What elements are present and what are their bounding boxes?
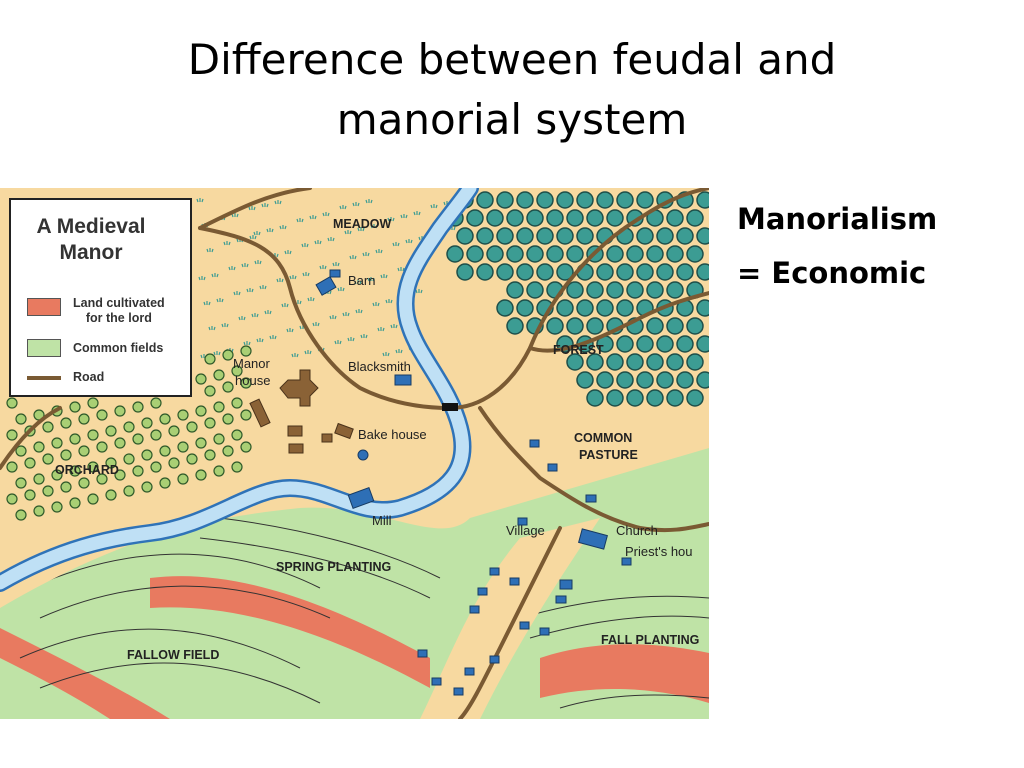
label-fall-planting: FALL PLANTING <box>601 633 699 647</box>
legend-item-road-label: Road <box>73 370 105 384</box>
slide-title-line-1: Difference between feudal and <box>187 35 837 84</box>
label-village: Village <box>506 523 545 538</box>
label-forest: FOREST <box>553 343 604 357</box>
label-priests-house: Priest's hou <box>625 544 693 559</box>
label-fallow-field: FALLOW FIELD <box>127 648 219 662</box>
lord-strip-spring <box>150 576 430 688</box>
label-bake-house: Bake house <box>358 427 427 442</box>
label-orchard: ORCHARD <box>55 463 119 477</box>
forest-area <box>446 191 709 407</box>
label-meadow: MEADOW <box>333 217 392 231</box>
orchard-area <box>6 345 252 521</box>
legend-title-line-2: Manor <box>59 241 123 264</box>
river <box>0 188 477 590</box>
label-spring-planting: SPRING PLANTING <box>276 560 391 574</box>
map-legend: A Medieval Manor Land cultivated for the… <box>9 198 192 397</box>
common-fields-swatch <box>27 339 61 357</box>
side-note-line-2: = Economic <box>737 256 927 290</box>
side-note: Manorialism = Economic <box>737 192 937 300</box>
roads <box>0 188 709 719</box>
legend-title-line-1: A Medieval <box>36 215 146 238</box>
label-blacksmith: Blacksmith <box>348 359 411 374</box>
label-barn: Barn <box>348 273 375 288</box>
side-note-line-1: Manorialism <box>737 202 938 236</box>
manor-buildings <box>249 369 354 454</box>
road-swatch <box>27 376 61 380</box>
bridge <box>442 403 458 411</box>
lord-land-swatch <box>27 298 61 316</box>
label-common-pasture-line-2: PASTURE <box>579 448 638 462</box>
label-manor-house-line-1: Manor <box>233 356 271 371</box>
slide-title: Difference between feudal and manorial s… <box>0 30 1024 150</box>
slide-title-line-2: manorial system <box>336 95 688 144</box>
blue-buildings <box>315 269 632 696</box>
legend-title: A Medieval Manor <box>11 214 171 266</box>
label-mill: Mill <box>372 513 392 528</box>
legend-item-common-fields-label: Common fields <box>73 341 164 355</box>
medieval-manor-map: MEADOW Barn FOREST Manor house Blacksmit… <box>0 188 709 719</box>
legend-item-lord-land-label: Land cultivated for the lord <box>73 296 165 325</box>
label-manor-house-line-2: house <box>235 373 270 388</box>
label-common-pasture-line-1: COMMON <box>574 431 632 445</box>
label-church: Church <box>616 523 658 538</box>
map-canvas: MEADOW Barn FOREST Manor house Blacksmit… <box>0 188 709 719</box>
lord-strip-fall <box>540 644 709 703</box>
